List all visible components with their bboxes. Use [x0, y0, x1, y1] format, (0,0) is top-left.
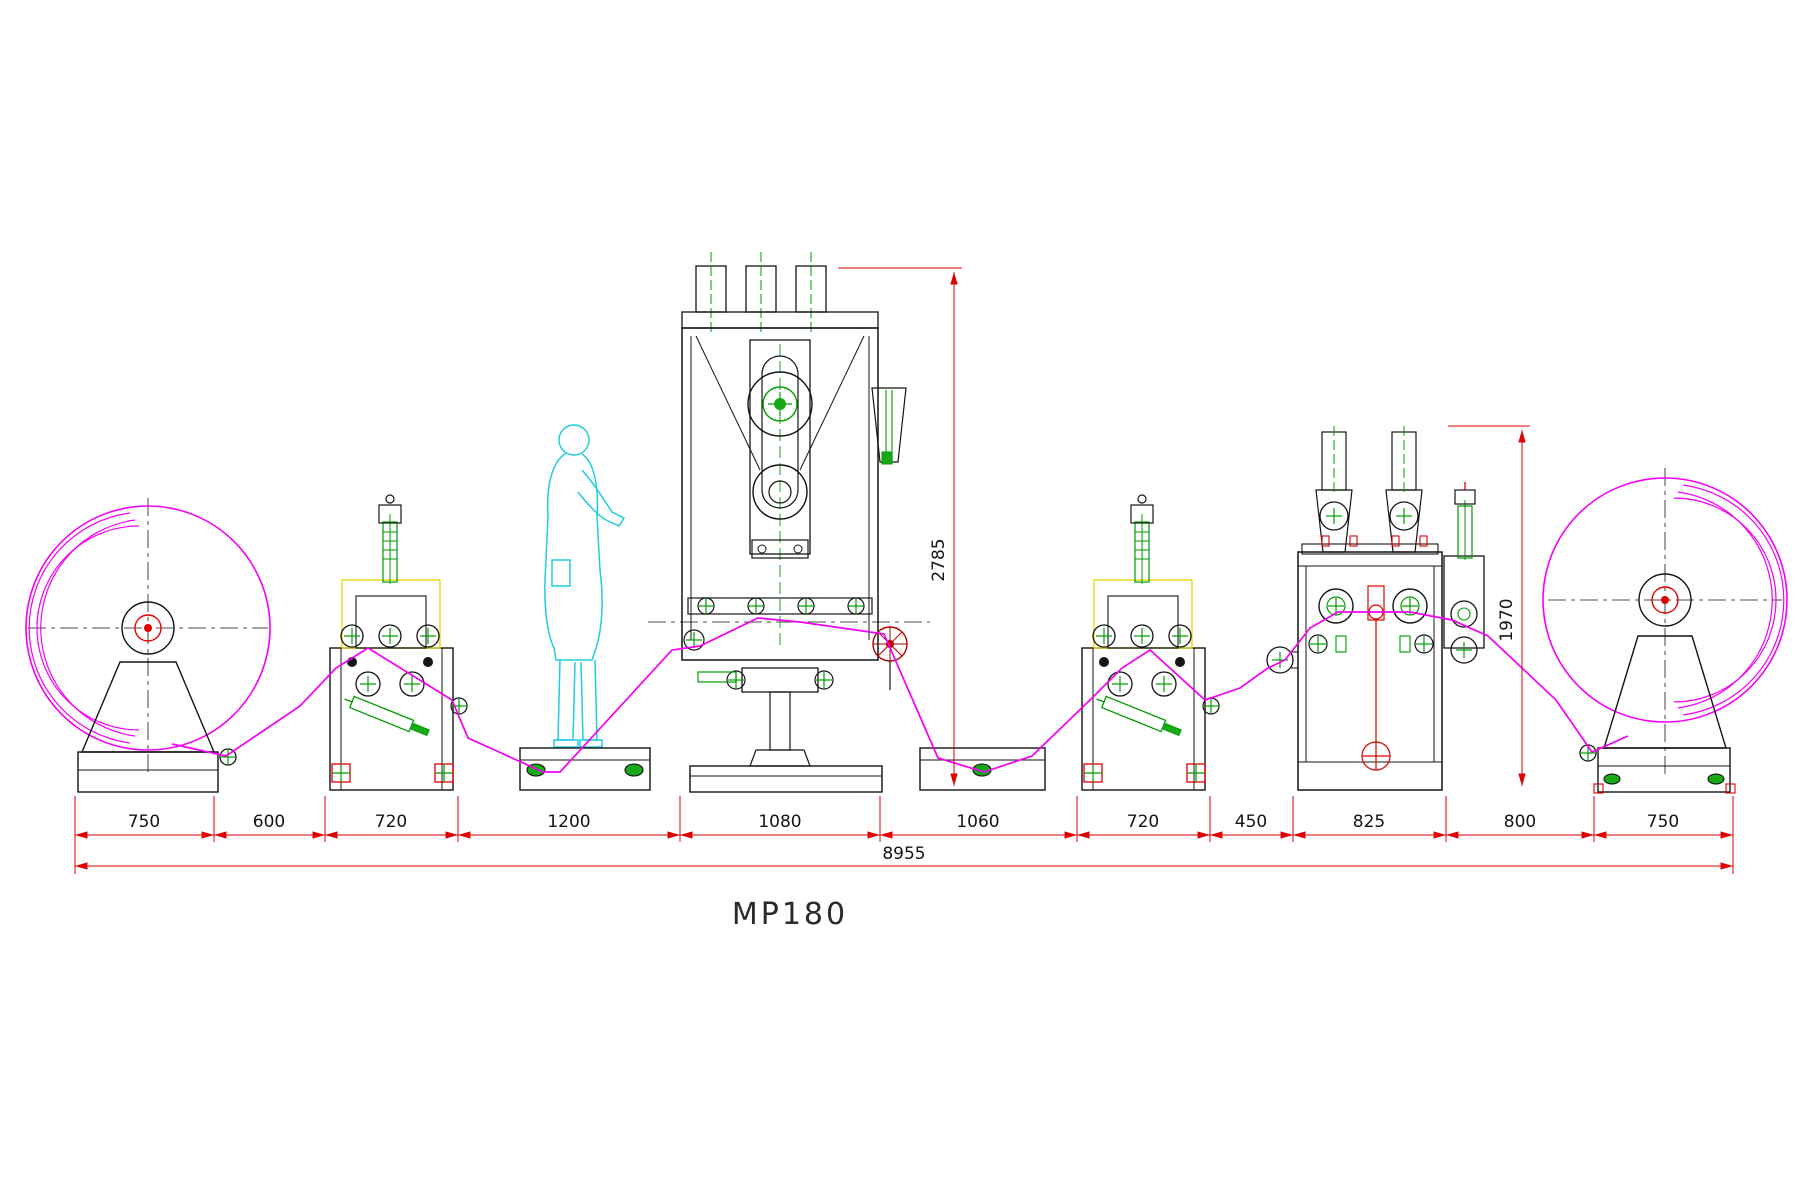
blower-right	[1389, 501, 1419, 531]
strip-pit-box	[919, 747, 1046, 791]
dim-label-1: 600	[253, 812, 285, 832]
uncoiler-base	[77, 751, 219, 793]
operator-shoes	[553, 739, 603, 748]
base-bolt	[1603, 773, 1621, 785]
dim-label-8: 825	[1353, 812, 1385, 832]
uncoiler	[25, 498, 271, 793]
coil-turn	[40, 519, 136, 737]
coat-pocket	[551, 559, 571, 587]
press-base	[689, 765, 883, 793]
coil-turn	[1677, 491, 1773, 709]
operator-figure	[544, 424, 626, 748]
recoiler-base	[1597, 747, 1731, 793]
mandrel-hub	[134, 614, 162, 642]
twin-body	[1297, 551, 1443, 791]
twin-head-unit	[1266, 426, 1485, 791]
dim-label-9: 800	[1504, 812, 1536, 832]
base-bolt	[1707, 773, 1725, 785]
roll-stand-2	[1082, 495, 1219, 790]
coil-outer	[1542, 477, 1788, 723]
dim-label-2: 720	[375, 812, 407, 832]
dim-label-4: 1080	[758, 812, 801, 832]
head-left	[1318, 588, 1354, 624]
blower-left	[1319, 501, 1349, 531]
drive-box	[741, 667, 819, 693]
mill-height-label: 1970	[1497, 598, 1517, 641]
recoiler	[1542, 468, 1788, 794]
hopper-funnel	[695, 335, 865, 471]
dimension-press-height: 2785	[838, 267, 962, 786]
press-wheel-lower	[752, 464, 808, 520]
strip-path	[171, 611, 1629, 773]
outlet-head	[1443, 482, 1485, 664]
operator-platform	[519, 747, 651, 791]
mandrel-hub	[1651, 586, 1679, 614]
dim-label-5: 1060	[956, 812, 999, 832]
drawing-title: MP180	[732, 897, 848, 932]
dim-label-7: 450	[1235, 812, 1267, 832]
dimension-chain	[74, 796, 1734, 874]
dimension-mill-height: 1970	[1448, 425, 1530, 786]
entry-guide	[683, 629, 705, 651]
coil-turn	[1682, 484, 1785, 716]
dim-label-10: 750	[1647, 812, 1679, 832]
dim-label-total: 8955	[882, 844, 925, 864]
side-hopper	[871, 387, 907, 463]
dim-label-3: 1200	[547, 812, 590, 832]
coil-outer	[25, 505, 271, 751]
platform-bolt	[624, 763, 644, 777]
operator-head	[558, 424, 590, 456]
coil-turn	[28, 512, 131, 744]
center-gauge	[1361, 585, 1391, 771]
press-height-label: 2785	[929, 538, 949, 581]
press-wheel-upper	[747, 371, 813, 437]
side-fan	[1266, 646, 1294, 674]
pass-line-rail	[687, 597, 873, 615]
coil-turn	[36, 525, 140, 731]
operator-body	[544, 452, 603, 661]
forming-press	[648, 252, 930, 793]
dim-label-0: 750	[128, 812, 160, 832]
coil-turn	[1673, 497, 1777, 703]
dim-label-6: 720	[1127, 812, 1159, 832]
operator-legs	[557, 659, 598, 741]
mandrel	[1638, 573, 1692, 627]
mandrel-center	[1661, 596, 1669, 604]
head-right	[1392, 588, 1428, 624]
mandrel	[121, 601, 175, 655]
dimension-chain-labels: 750 600 720 1200 1080 1060 720 450 825 8…	[128, 812, 1679, 864]
mandrel-center	[144, 624, 152, 632]
roll-stand-1	[330, 495, 467, 790]
operator-arm	[577, 469, 626, 527]
press-body	[681, 327, 879, 661]
